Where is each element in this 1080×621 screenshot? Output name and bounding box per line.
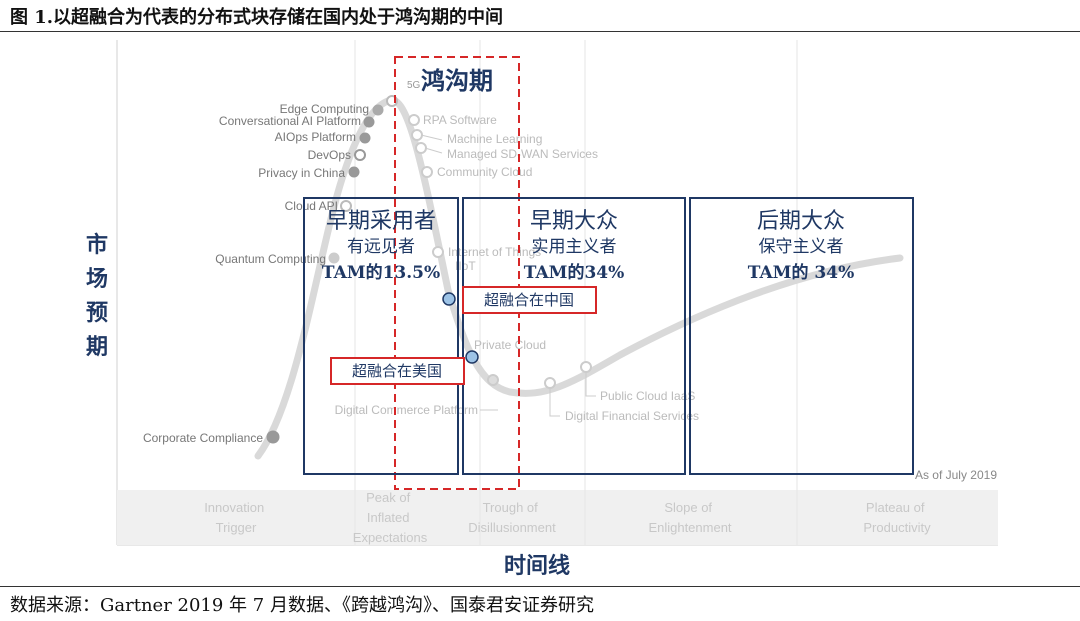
phase-line: Trigger (216, 520, 257, 535)
bottom-rule (0, 586, 1080, 587)
hci-us-point (465, 350, 479, 364)
phase-line: Productivity (863, 520, 931, 535)
chasm-box (394, 56, 520, 490)
peak-marker-label: 5G (407, 80, 421, 91)
tech-point (354, 149, 366, 161)
phase-line: Plateau of (866, 500, 925, 515)
phase-line: Slope of (664, 500, 712, 515)
hci-us-callout (330, 357, 465, 385)
phase-label-slope: Slope of Enlightenment (648, 500, 731, 535)
phase-label-innovation-trigger: Innovation Trigger (204, 500, 268, 535)
tech-point (266, 430, 280, 444)
hype-cycle-chart: Innovation Trigger Peak of Inflated Expe… (116, 40, 998, 546)
leader-lines (420, 134, 596, 417)
tech-point (487, 374, 499, 386)
segment-box-early-adopters (303, 197, 459, 475)
figure-title: 图 1.以超融合为代表的分布式块存储在国内处于鸿沟期的中间 (10, 7, 504, 28)
chasm-label: 鸿沟期 (421, 66, 493, 95)
segment-box-late-majority (689, 197, 914, 475)
segment-title: 早期大众 (530, 209, 618, 234)
phase-labels: Innovation Trigger Peak of Inflated Expe… (204, 490, 931, 545)
segment-title: 早期采用者 (326, 209, 436, 234)
tech-label: Internet of Things (448, 245, 541, 259)
hci-china-point (442, 292, 456, 306)
tech-point (328, 252, 340, 264)
tech-label: Machine Learning (447, 132, 542, 146)
pre-peak-markers (266, 95, 398, 444)
tech-label: Private Cloud (474, 338, 546, 352)
hci-us-label: 超融合在美国 (352, 362, 442, 380)
post-peak-labels: RPA Software Machine Learning Managed SD… (335, 113, 699, 423)
top-rule (0, 31, 1080, 32)
tech-point (359, 132, 371, 144)
phase-line: Expectations (353, 530, 428, 545)
tech-point (408, 114, 420, 126)
tech-point (348, 166, 360, 178)
tech-label: IIoT (455, 259, 476, 273)
tech-point (372, 104, 384, 116)
phase-label-peak: Peak of Inflated Expectations (353, 490, 428, 545)
source-note: 数据来源：Gartner 2019 年 7 月数据、《跨越鸿沟》、国泰君安证券研… (10, 595, 594, 616)
tech-point (340, 200, 352, 212)
pre-peak-labels: Edge Computing Conversational AI Platfor… (143, 102, 369, 445)
segment-title: 后期大众 (757, 209, 845, 234)
tech-point (432, 246, 444, 258)
segment-box-early-majority (462, 197, 686, 475)
segment-share: TAM的 34% (748, 262, 854, 283)
hype-curve (254, 96, 904, 460)
phase-line: Disillusionment (468, 520, 556, 535)
tech-point (415, 142, 427, 154)
tech-label: DevOps (308, 148, 351, 162)
post-peak-markers (408, 114, 592, 389)
phase-band (117, 490, 998, 545)
tech-label: Edge Computing (280, 102, 369, 116)
segment-share: TAM的34% (524, 262, 625, 283)
tech-label: Corporate Compliance (143, 431, 263, 445)
tech-label: RPA Software (423, 113, 497, 127)
phase-line: Innovation (204, 500, 264, 515)
tech-label: Community Cloud (437, 165, 532, 179)
tech-label: Public Cloud IaaS (600, 389, 695, 403)
tech-label: Digital Commerce Platform (335, 403, 478, 417)
hci-china-callout (462, 286, 597, 314)
segment-texts: 早期采用者 有远见者 TAM的13.5% 早期大众 实用主义者 TAM的34% … (322, 209, 854, 283)
phase-line: Inflated (367, 510, 410, 525)
segment-subtitle: 实用主义者 (532, 237, 617, 257)
phase-line: Enlightenment (648, 520, 731, 535)
tech-point (580, 361, 592, 373)
x-axis-label: 时间线 (504, 553, 571, 579)
tech-point (544, 377, 556, 389)
hci-china-label: 超融合在中国 (484, 291, 574, 309)
phase-line: Peak of (366, 490, 410, 505)
tech-point (363, 116, 375, 128)
tech-label: Digital Financial Services (565, 409, 699, 423)
tech-label: Quantum Computing (215, 252, 326, 266)
segment-boxes (303, 197, 914, 475)
y-axis-label: 市场预期 (85, 232, 108, 360)
tech-label: Conversational AI Platform (219, 114, 361, 128)
as-of-note: As of July 2019 (915, 468, 997, 482)
tech-point (411, 129, 423, 141)
tech-label: Cloud API (285, 199, 338, 213)
segment-subtitle: 保守主义者 (759, 237, 844, 257)
tech-label: Managed SD-WAN Services (447, 147, 598, 161)
tech-point (421, 166, 433, 178)
phase-label-plateau: Plateau of Productivity (863, 500, 931, 535)
phase-line: Trough of (483, 500, 539, 515)
segment-subtitle: 有远见者 (347, 237, 415, 257)
tech-label: AIOps Platform (275, 130, 356, 144)
tech-label: Privacy in China (258, 166, 345, 180)
segment-share: TAM的13.5% (322, 262, 440, 283)
phase-label-trough: Trough of Disillusionment (468, 500, 556, 535)
